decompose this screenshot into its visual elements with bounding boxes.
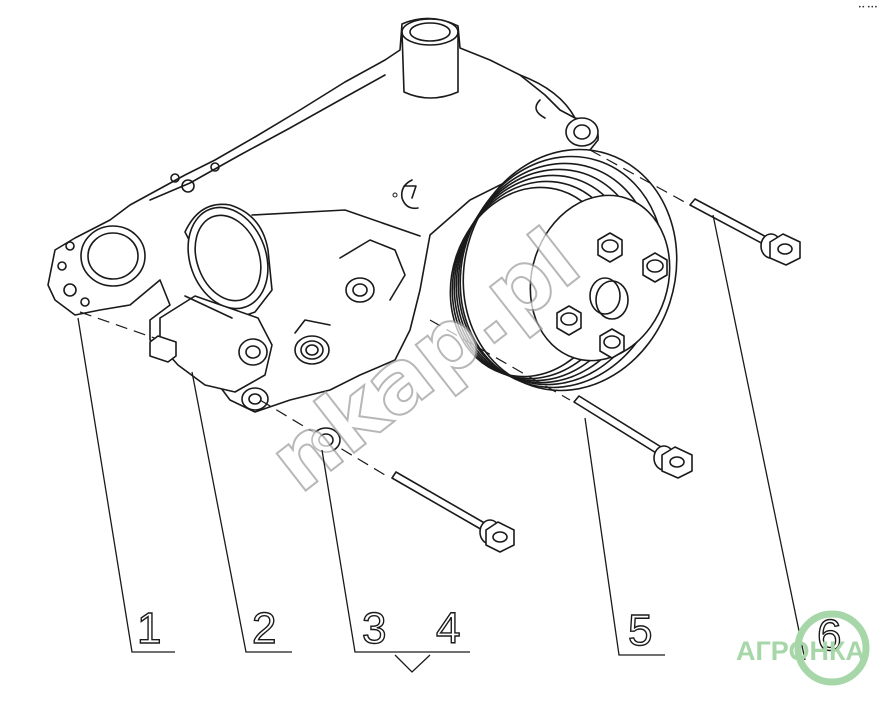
pump-housing [47, 17, 599, 413]
corner-mark: •• ••• [858, 4, 878, 11]
hub-bolt [599, 328, 625, 359]
bolt-small [149, 335, 177, 363]
agronka-logo: АГРОНКА [736, 610, 870, 686]
axis-line [429, 319, 571, 401]
axis-line [589, 149, 691, 206]
hub-bolt [642, 252, 668, 283]
hub-bolt [556, 305, 582, 336]
callout-4: 4 [436, 604, 460, 653]
bolt-lower [391, 471, 515, 553]
axis-line [259, 399, 391, 479]
callout-2: 2 [252, 604, 276, 653]
callout-5: 5 [628, 606, 652, 655]
bolt-upper [689, 198, 801, 266]
hub-bolt [597, 232, 623, 263]
axis-line [79, 311, 161, 341]
leader-lines [77, 214, 806, 673]
pulley [449, 148, 678, 392]
washer [311, 427, 341, 453]
bolt-middle [573, 395, 693, 479]
callout-3: 3 [362, 604, 386, 653]
logo-text: АГРОНКА [736, 636, 865, 666]
logo-ring [794, 610, 870, 686]
callout-1: 1 [137, 604, 161, 653]
